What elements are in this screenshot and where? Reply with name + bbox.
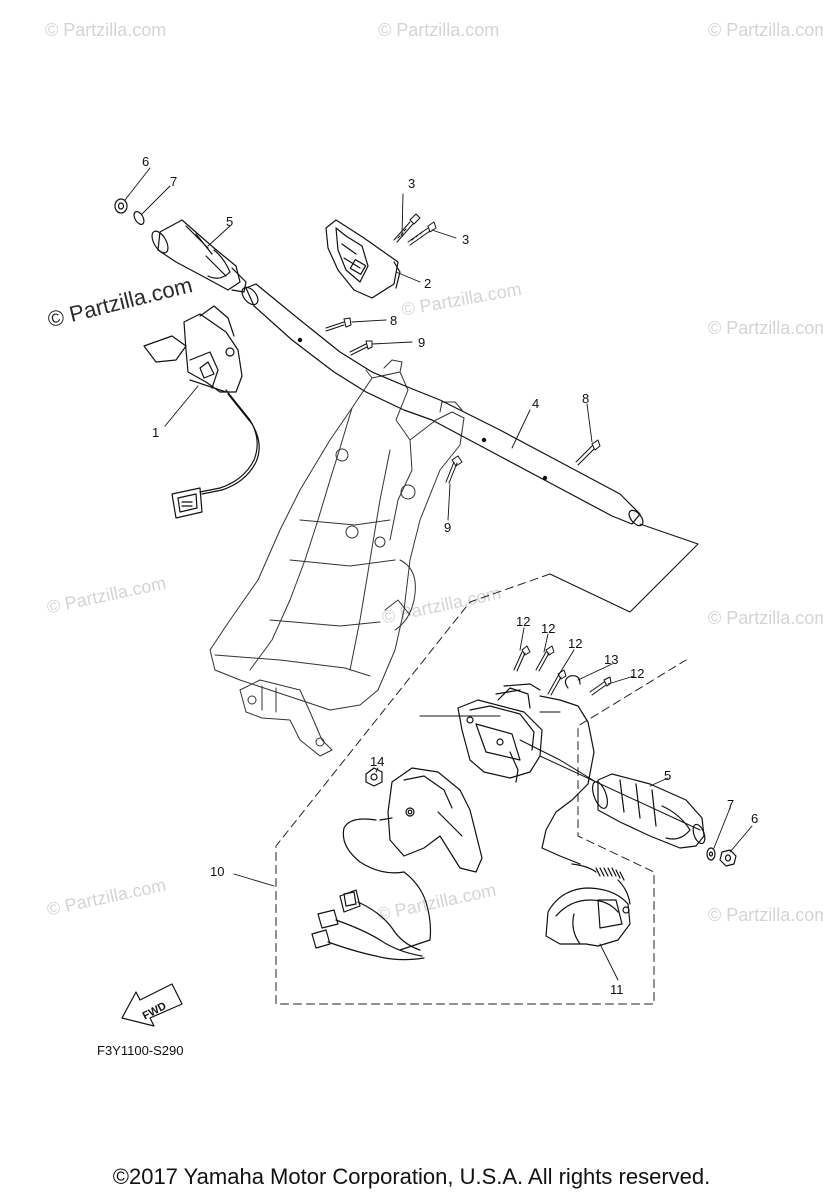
callout-3b: 3	[462, 232, 469, 247]
fwd-label: FWD	[141, 1000, 169, 1022]
bolt-8-right	[575, 439, 601, 466]
callout-12b: 12	[541, 621, 555, 636]
callout-12d: 12	[630, 666, 644, 681]
lanyard-clip-11	[545, 887, 631, 947]
lanyard-cord	[571, 863, 631, 905]
steering-column	[209, 359, 465, 757]
callout-11: 11	[610, 982, 624, 997]
bolt-9	[349, 340, 373, 356]
callout-4: 4	[532, 396, 539, 411]
left-end-cap-6	[114, 198, 128, 214]
callout-7-right: 7	[727, 797, 734, 812]
bolt-12c	[547, 669, 567, 696]
callout-12c: 12	[568, 636, 582, 651]
callout-6-right: 6	[751, 811, 758, 826]
left-washer-7	[133, 211, 145, 225]
throttle-lever-housing	[342, 767, 483, 951]
handlebar-cover	[325, 219, 401, 299]
callout-5-left: 5	[226, 214, 233, 229]
bolt-12b	[535, 645, 555, 672]
callout-2: 2	[424, 276, 431, 291]
left-switch-housing	[143, 305, 260, 519]
callout-9: 9	[418, 335, 425, 350]
bolt-3a	[393, 213, 421, 243]
callout-8: 8	[390, 313, 397, 328]
diagram-code: F3Y1100-S290	[97, 1043, 184, 1058]
right-washer-7	[706, 847, 716, 861]
copyright-notice: ©2017 Yamaha Motor Corporation, U.S.A. A…	[112, 1164, 711, 1189]
watermark: © Partzilla.com	[708, 318, 823, 338]
handlebar	[241, 283, 644, 527]
bolt-12d	[589, 676, 612, 696]
wiring-harness	[311, 889, 425, 961]
callout-5-right: 5	[664, 768, 671, 783]
watermark: © Partzilla.com	[378, 20, 500, 40]
watermark: © Partzilla.com	[708, 20, 823, 40]
left-grip	[151, 219, 247, 293]
watermark: © Partzilla.com	[708, 608, 823, 628]
clip-13	[564, 675, 581, 689]
watermark: © Partzilla.com	[708, 905, 823, 925]
leader-lines	[124, 167, 753, 981]
right-grip	[592, 773, 706, 849]
nut-14	[365, 767, 383, 787]
fwd-arrow	[121, 983, 183, 1027]
callout-8-right: 8	[582, 391, 589, 406]
callout-3a: 3	[408, 176, 415, 191]
callout-numbers: 6 7 5 3 3 2 8 9 1 4 8 9 12 12 12 13 12 1…	[141, 154, 759, 1022]
callout-13: 13	[604, 652, 618, 667]
callout-10: 10	[210, 864, 224, 879]
bolt-3b	[407, 221, 437, 246]
callout-7-left: 7	[170, 174, 177, 189]
right-end-cap-6	[719, 849, 737, 867]
callout-12a: 12	[516, 614, 530, 629]
callout-9-right: 9	[444, 520, 451, 535]
callout-14: 14	[370, 754, 384, 769]
throttle-bracket	[457, 683, 595, 865]
bolt-8	[325, 317, 352, 332]
callout-6-left: 6	[142, 154, 149, 169]
assembly-boundary	[275, 573, 687, 1005]
watermark: © Partzilla.com	[45, 20, 167, 40]
bolt-9-right	[445, 455, 463, 484]
callout-1: 1	[152, 425, 159, 440]
bolt-12a	[513, 645, 531, 672]
